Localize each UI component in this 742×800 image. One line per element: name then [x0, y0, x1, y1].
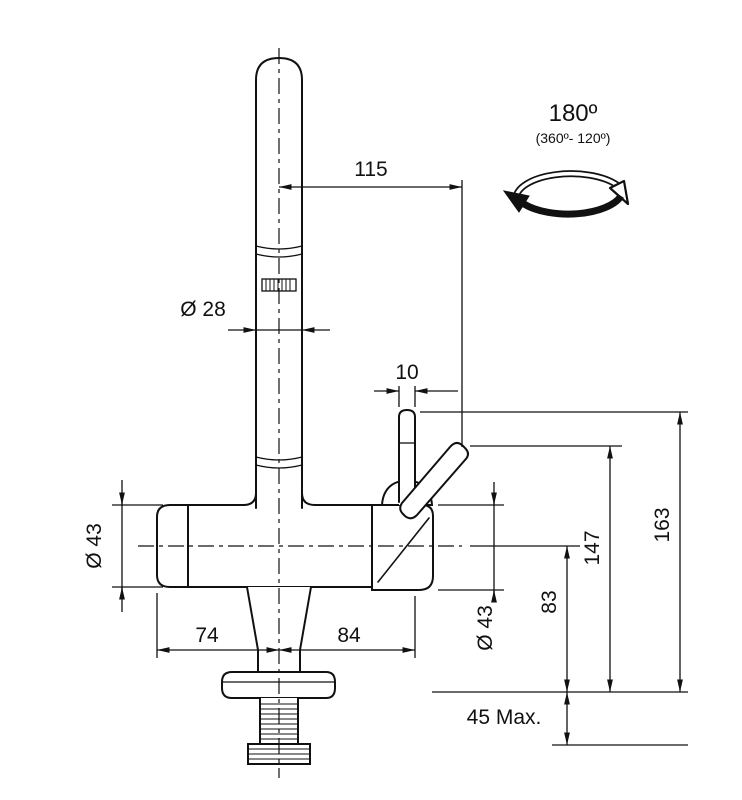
rotation-arrows-icon: [502, 170, 630, 218]
dim-body-diameter-right-label: Ø 43: [474, 605, 497, 651]
dim-center-height: 83: [470, 545, 580, 692]
dim-reach-left: 74: [156, 593, 279, 658]
base-plate-outline: [221, 671, 336, 699]
dim-reach-right-label: 84: [337, 624, 361, 647]
dim-lever-width: 10: [374, 361, 458, 407]
dim-center-height-label: 83: [538, 590, 561, 613]
valve-lever-edge-line: [377, 517, 430, 583]
dim-lever-width-label: 10: [395, 361, 418, 384]
dim-body-diameter-right: Ø 43: [438, 482, 504, 651]
aerator-hatch: [265, 279, 291, 291]
handle-lever: [399, 441, 469, 520]
dim-spout-diameter-label: Ø 28: [180, 298, 226, 321]
rotation-angle-label: 180º: [549, 100, 598, 127]
dim-lever-height-label: 147: [581, 530, 604, 565]
dim-lever-height: 147: [470, 445, 622, 692]
rotation-indicator: 180º (360º- 120º): [502, 100, 630, 218]
dim-total-height-label: 163: [651, 507, 674, 542]
body-outline: [156, 492, 434, 591]
handle-rod-outline: [398, 408, 416, 503]
dim-reach-right: 84: [279, 596, 416, 658]
faucet-outline: [156, 56, 469, 765]
rotation-range-label: (360º- 120º): [536, 130, 611, 146]
dim-total-height: 163: [420, 411, 688, 692]
handle-rod: [399, 410, 415, 505]
threaded-shank-outline: [259, 697, 299, 745]
centerlines: [138, 48, 462, 778]
dim-reach-left-label: 74: [195, 624, 219, 647]
dim-spout-offset: 115: [279, 158, 463, 447]
dim-deck-thickness-label: 45 Max.: [467, 706, 542, 729]
extension-lines: [112, 504, 163, 588]
extension-lines: [398, 386, 416, 407]
dim-body-diameter-left: Ø 43: [83, 480, 163, 612]
dim-spout-diameter: Ø 28: [180, 298, 330, 333]
dim-offset-label: 115: [354, 158, 387, 181]
dim-deck-thickness: 45 Max.: [467, 692, 688, 746]
body-cylinder: [157, 505, 433, 590]
dimensions: 115 Ø 28 10 Ø 43: [83, 158, 688, 746]
dim-body-diameter-left-label: Ø 43: [83, 523, 106, 569]
